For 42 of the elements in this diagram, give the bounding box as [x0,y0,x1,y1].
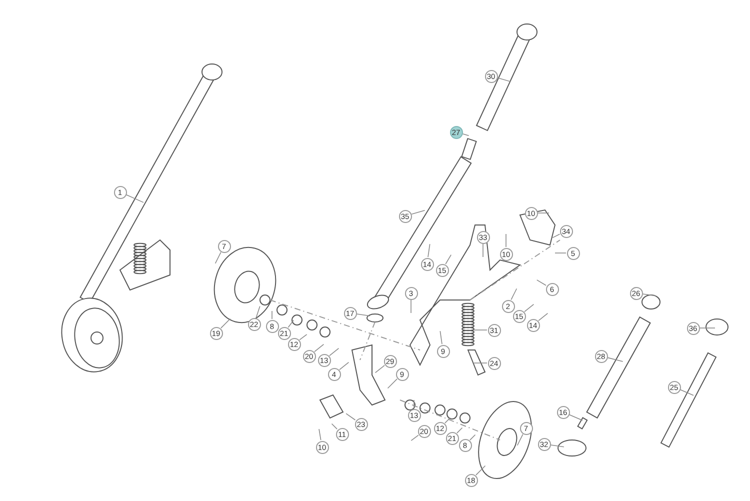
leader-line [538,312,548,322]
leader-line [331,423,338,430]
leader-line [536,280,546,286]
leader-line [680,389,694,396]
leader-line [339,362,350,370]
leader-line [462,134,470,136]
leader-line [220,318,231,328]
leader-line [214,252,222,264]
leader-line [516,434,524,446]
leader-line [288,320,294,328]
leader-line [440,330,442,344]
leader-line [329,348,340,356]
leader-line [256,306,260,318]
leader-line [428,244,430,258]
leader-line [642,294,656,296]
leader-line [470,434,476,440]
leader-line [387,378,398,389]
leader-line [444,417,451,424]
leader-line [510,288,518,300]
leader-line [356,314,370,316]
leader-line [346,413,356,420]
leader-line [411,210,426,214]
leader-line [482,244,484,258]
leader-line [299,334,308,340]
leader-line [474,362,488,364]
leader-line [476,465,486,476]
leader-line [456,427,463,434]
leader-line [550,444,564,448]
leader-line [538,212,550,214]
leader-line [569,414,583,421]
leader-line [554,252,566,254]
leader-line [497,78,512,82]
leader-line [524,304,534,312]
leader-line [126,194,144,203]
leader-line [607,357,624,362]
leader-line [410,434,419,441]
leader-line [374,364,385,374]
leader-line [314,344,324,352]
leader-line [410,300,412,314]
leader-line [445,254,452,264]
leader-line [318,428,322,440]
leader-line [552,234,560,238]
